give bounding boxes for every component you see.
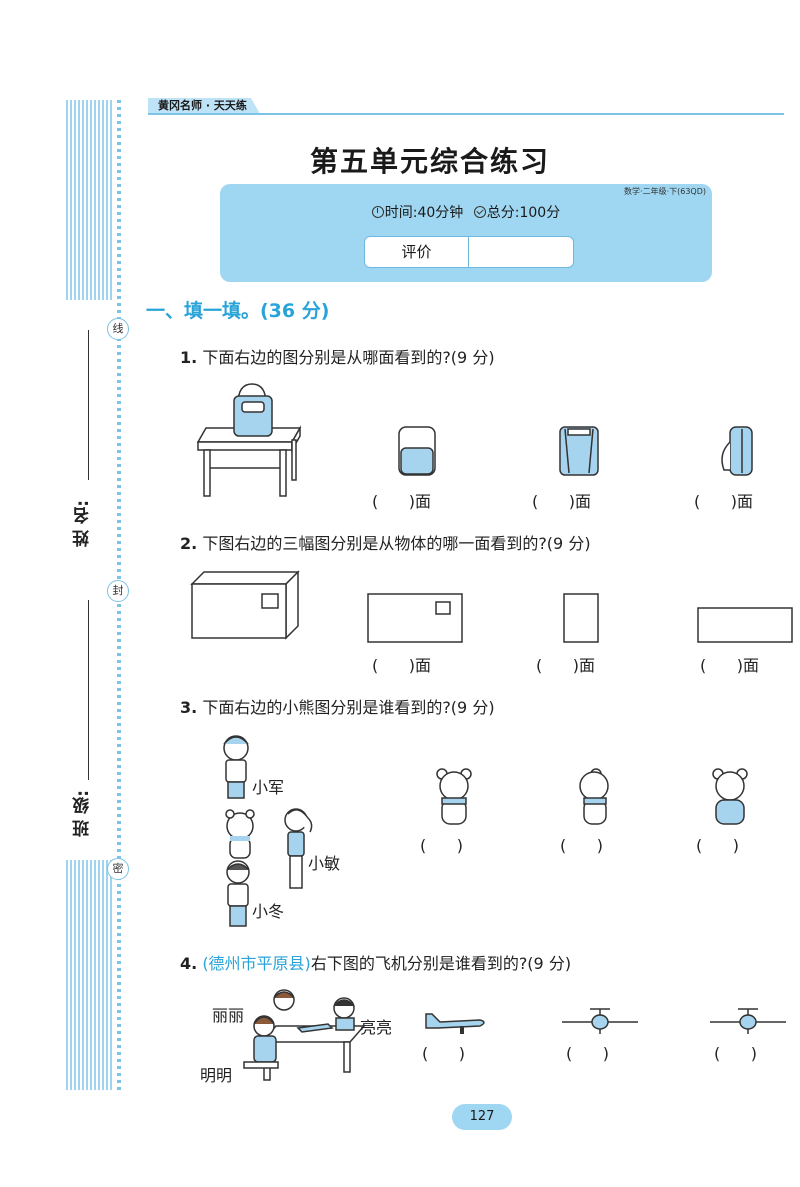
time-score-line: 时间:40分钟 总分:100分 xyxy=(220,202,712,222)
desk-with-bag-illustration xyxy=(196,383,302,497)
name-liangliang: 亮亮 xyxy=(360,1018,393,1037)
box-side-view xyxy=(563,593,599,643)
bear-front-view xyxy=(436,768,472,825)
box-top-view xyxy=(697,607,793,643)
q4-source: (德州市平原县) xyxy=(202,954,311,973)
kids-around-bear-illustration xyxy=(223,735,313,927)
series-tag: 黄冈名师 · 天天练 xyxy=(148,98,260,114)
info-panel: 数学·二年级·下(63QD) 时间:40分钟 总分:100分 评价 xyxy=(220,184,712,282)
q3-text: 下面右边的小熊图分别是谁看到的?(9 分) xyxy=(202,698,495,717)
box-front-view xyxy=(367,593,463,643)
edition-label: 数学·二年级·下(63QD) xyxy=(624,187,706,196)
question-2: 2. 下图右边的三幅图分别是从物体的哪一面看到的?(9 分) xyxy=(180,530,591,554)
bag-front-view xyxy=(398,426,436,476)
q1-answer-3[interactable]: ( )面 xyxy=(694,492,754,511)
name-xiaomin: 小敏 xyxy=(308,854,341,873)
q2-number: 2. xyxy=(180,534,198,553)
bag-back-view xyxy=(559,426,599,476)
q4-answer-2[interactable]: ( ) xyxy=(566,1044,609,1063)
plane-front-view-1 xyxy=(562,1008,638,1034)
binding-gap-lower xyxy=(66,630,112,860)
q4-text: 右下图的飞机分别是谁看到的?(9 分) xyxy=(310,954,572,973)
header-rule xyxy=(148,113,784,115)
q3-answer-2[interactable]: ( ) xyxy=(560,836,603,855)
name-label: 姓 名: xyxy=(73,500,93,547)
q4-answer-3[interactable]: ( ) xyxy=(714,1044,757,1063)
section-heading: 一、填一填。(36 分) xyxy=(146,300,330,322)
q2-answer-2[interactable]: ( )面 xyxy=(536,656,596,675)
evaluation-label: 评价 xyxy=(365,237,469,267)
q1-answer-2[interactable]: ( )面 xyxy=(532,492,592,511)
plane-front-view-2 xyxy=(710,1008,786,1034)
name-mingming: 明明 xyxy=(200,1066,233,1085)
q1-text: 下面右边的图分别是从哪面看到的?(9 分) xyxy=(202,348,495,367)
question-3: 3. 下面右边的小熊图分别是谁看到的?(9 分) xyxy=(180,694,495,718)
plane-side-view xyxy=(425,1013,485,1034)
q2-answer-3[interactable]: ( )面 xyxy=(700,656,760,675)
q4-number: 4. xyxy=(180,954,198,973)
name-line-top xyxy=(88,330,89,480)
bear-back-view xyxy=(712,768,748,825)
name-line-bottom xyxy=(88,600,89,780)
score-text: 总分:100分 xyxy=(486,205,561,221)
check-icon xyxy=(473,206,486,218)
bag-side-view xyxy=(721,426,753,476)
name-xiaojun: 小军 xyxy=(252,778,285,797)
q1-answer-1[interactable]: ( )面 xyxy=(372,492,432,511)
class-label: 班 级: xyxy=(73,790,93,837)
q1-number: 1. xyxy=(180,348,198,367)
question-1: 1. 下面右边的图分别是从哪面看到的?(9 分) xyxy=(180,344,495,368)
evaluation-box: 评价 xyxy=(364,236,574,268)
bear-side-view xyxy=(579,768,609,825)
q3-answer-3[interactable]: ( ) xyxy=(696,836,739,855)
time-text: 时间:40分钟 xyxy=(384,205,464,221)
q2-text: 下图右边的三幅图分别是从物体的哪一面看到的?(9 分) xyxy=(202,534,591,553)
clock-icon xyxy=(371,206,384,218)
evaluation-field[interactable] xyxy=(470,237,573,267)
line-mark: 线 xyxy=(107,318,129,340)
question-4: 4. (德州市平原县)右下图的飞机分别是谁看到的?(9 分) xyxy=(180,950,571,974)
page-title: 第五单元综合练习 xyxy=(309,145,550,178)
page-number: 127 xyxy=(452,1104,512,1130)
name-xiaodong: 小冬 xyxy=(252,902,285,921)
kids-with-plane-illustration xyxy=(243,989,366,1081)
q3-answer-1[interactable]: ( ) xyxy=(420,836,463,855)
box-3d-illustration xyxy=(190,570,300,640)
binding-gap-upper xyxy=(66,300,112,630)
q3-number: 3. xyxy=(180,698,198,717)
q2-answer-1[interactable]: ( )面 xyxy=(372,656,432,675)
name-lili: 丽丽 xyxy=(212,1006,245,1025)
secret-mark: 密 xyxy=(107,858,129,880)
seal-mark: 封 xyxy=(107,580,129,602)
q4-answer-1[interactable]: ( ) xyxy=(422,1044,465,1063)
